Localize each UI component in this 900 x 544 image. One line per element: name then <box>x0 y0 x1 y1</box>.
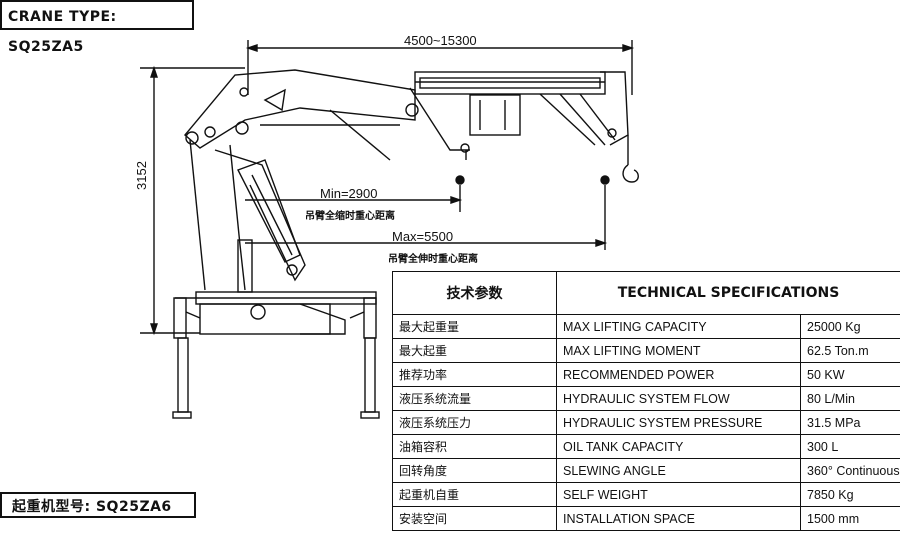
height-dimension <box>140 65 245 336</box>
table-row: 安装空间 INSTALLATION SPACE 1500 mm <box>392 506 900 531</box>
spec-value: 62.5 Ton.m <box>800 338 900 363</box>
lifting-cylinder <box>237 159 301 263</box>
spec-en: SLEWING ANGLE <box>556 458 801 483</box>
spec-value: 80 L/Min <box>800 386 900 411</box>
spec-cn: 最大起重量 <box>392 314 557 339</box>
table-row: 起重机自重 SELF WEIGHT 7850 Kg <box>392 482 900 507</box>
table-row: 最大起重量 MAX LIFTING CAPACITY 25000 Kg <box>392 314 900 339</box>
spec-en: RECOMMENDED POWER <box>556 362 801 387</box>
table-row: 回转角度 SLEWING ANGLE 360° Continuous <box>392 458 900 483</box>
table-row: 液压系统流量 HYDRAULIC SYSTEM FLOW 80 L/Min <box>392 386 900 411</box>
spec-value: 360° Continuous <box>800 458 900 483</box>
spec-cn: 安装空间 <box>392 506 557 531</box>
min-radius-label: Min=2900 <box>320 186 378 201</box>
spec-value: 1500 mm <box>800 506 900 531</box>
crane-model-label-cn: 起重机型号: SQ25ZA6 <box>0 492 196 518</box>
spec-en: OIL TANK CAPACITY <box>556 434 801 459</box>
max-radius-note: 吊臂全伸时重心距离 <box>388 254 478 265</box>
spec-table: 技术参数 TECHNICAL SPECIFICATIONS 最大起重量 MAX … <box>392 271 900 531</box>
spec-header-en: TECHNICAL SPECIFICATIONS <box>556 271 900 315</box>
max-radius-label: Max=5500 <box>392 229 454 244</box>
table-row: 推荐功率 RECOMMENDED POWER 50 KW <box>392 362 900 387</box>
min-radius-dimension <box>245 185 463 212</box>
min-radius-note: 吊臂全缩时重心距离 <box>305 211 395 222</box>
spec-en: MAX LIFTING CAPACITY <box>556 314 801 339</box>
spec-en: SELF WEIGHT <box>556 482 801 507</box>
spec-en: MAX LIFTING MOMENT <box>556 338 801 363</box>
hook-icon <box>455 135 639 185</box>
crane-base <box>172 291 380 419</box>
spec-value: 25000 Kg <box>800 314 900 339</box>
table-row: 最大起重 MAX LIFTING MOMENT 62.5 Ton.m <box>392 338 900 363</box>
spec-en: INSTALLATION SPACE <box>556 506 801 531</box>
height-dimension-label: 3152 <box>134 161 149 190</box>
inner-boom <box>184 69 419 161</box>
spec-value: 7850 Kg <box>800 482 900 507</box>
spec-value: 300 L <box>800 434 900 459</box>
spec-cn: 液压系统流量 <box>392 386 557 411</box>
spec-cn: 回转角度 <box>392 458 557 483</box>
crane-column <box>189 139 306 293</box>
spec-value: 31.5 MPa <box>800 410 900 435</box>
spec-cn: 最大起重 <box>392 338 557 363</box>
spec-cn: 推荐功率 <box>392 362 557 387</box>
spec-table-header: 技术参数 TECHNICAL SPECIFICATIONS <box>392 271 900 315</box>
spec-cn: 油箱容积 <box>392 434 557 459</box>
reach-dimension <box>245 40 635 95</box>
spec-header-cn: 技术参数 <box>392 271 557 315</box>
crane-type-label: CRANE TYPE: SQ25ZA5 <box>0 0 194 55</box>
max-radius-dimension <box>245 185 608 250</box>
spec-cn: 起重机自重 <box>392 482 557 507</box>
telescopic-boom <box>409 71 629 153</box>
spec-en: HYDRAULIC SYSTEM PRESSURE <box>556 410 801 435</box>
spec-en: HYDRAULIC SYSTEM FLOW <box>556 386 801 411</box>
spec-cn: 液压系统压力 <box>392 410 557 435</box>
spec-value: 50 KW <box>800 362 900 387</box>
reach-dimension-label: 4500~15300 <box>404 33 477 48</box>
table-row: 油箱容积 OIL TANK CAPACITY 300 L <box>392 434 900 459</box>
table-row: 液压系统压力 HYDRAULIC SYSTEM PRESSURE 31.5 MP… <box>392 410 900 435</box>
